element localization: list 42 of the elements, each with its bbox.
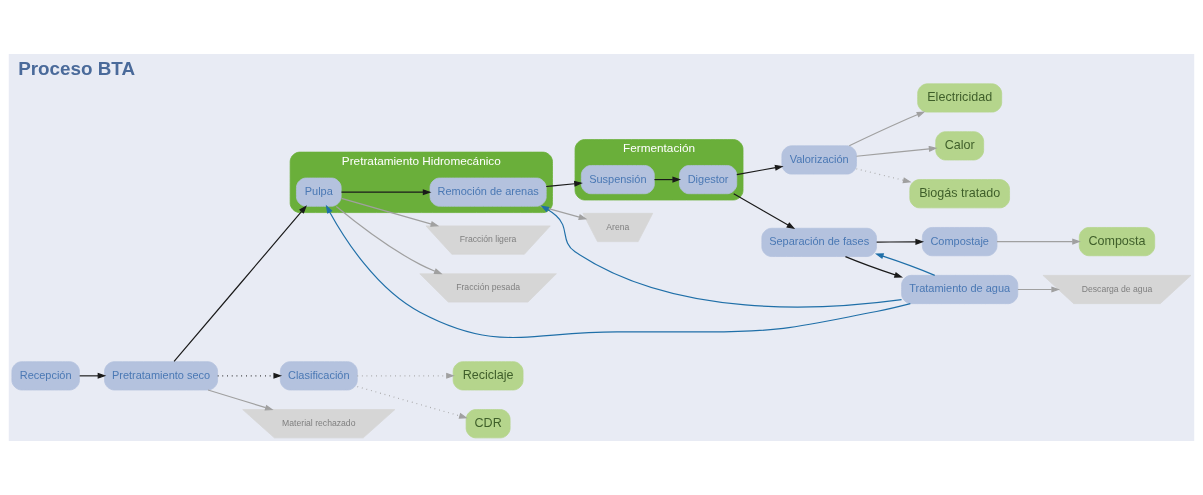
node-box: Recepción [11,361,80,391]
node-box: Pretratamiento seco [104,361,218,391]
node-box: Digestor [679,165,738,195]
node-box: Clasificación [279,361,358,391]
arrow [545,180,583,188]
arrow [207,389,274,411]
arrow [335,205,443,275]
arrow [356,386,468,419]
node-box: Valorización [781,145,857,175]
arrow [340,189,432,196]
arrow [996,238,1081,245]
node-box: Remoción de arenas [429,177,547,207]
arrow [855,145,938,157]
arrow [733,193,796,230]
diagram-title: Proceso BTA [18,57,136,79]
arrow [848,111,926,147]
node-box: Separación de fases [761,227,877,257]
node-box: Reciclaje [452,361,524,391]
node-box: Biogás tratado [909,179,1010,209]
node-box: Tratamiento de agua [901,275,1019,304]
arrow [540,205,903,308]
node-box: Pulpa [296,177,342,207]
arrow [539,205,588,220]
arrow [173,205,307,362]
arrow [356,372,455,379]
arrow [653,176,682,183]
arrow [217,372,283,379]
arrow [855,168,912,184]
node-box: Compostaje [922,227,998,257]
arrow [340,197,440,227]
arrow [736,164,784,176]
arrow [844,256,904,278]
node-box: Suspensión [580,165,655,195]
arrow [876,238,925,245]
node-box: Composta [1078,227,1156,257]
node-box: Calor [935,131,984,161]
arrow [874,253,936,276]
arrow [325,204,911,339]
arrow [1017,286,1060,293]
arrow [79,372,107,379]
node-box: Electricidad [917,83,1003,113]
node-box: CDR [465,409,511,439]
